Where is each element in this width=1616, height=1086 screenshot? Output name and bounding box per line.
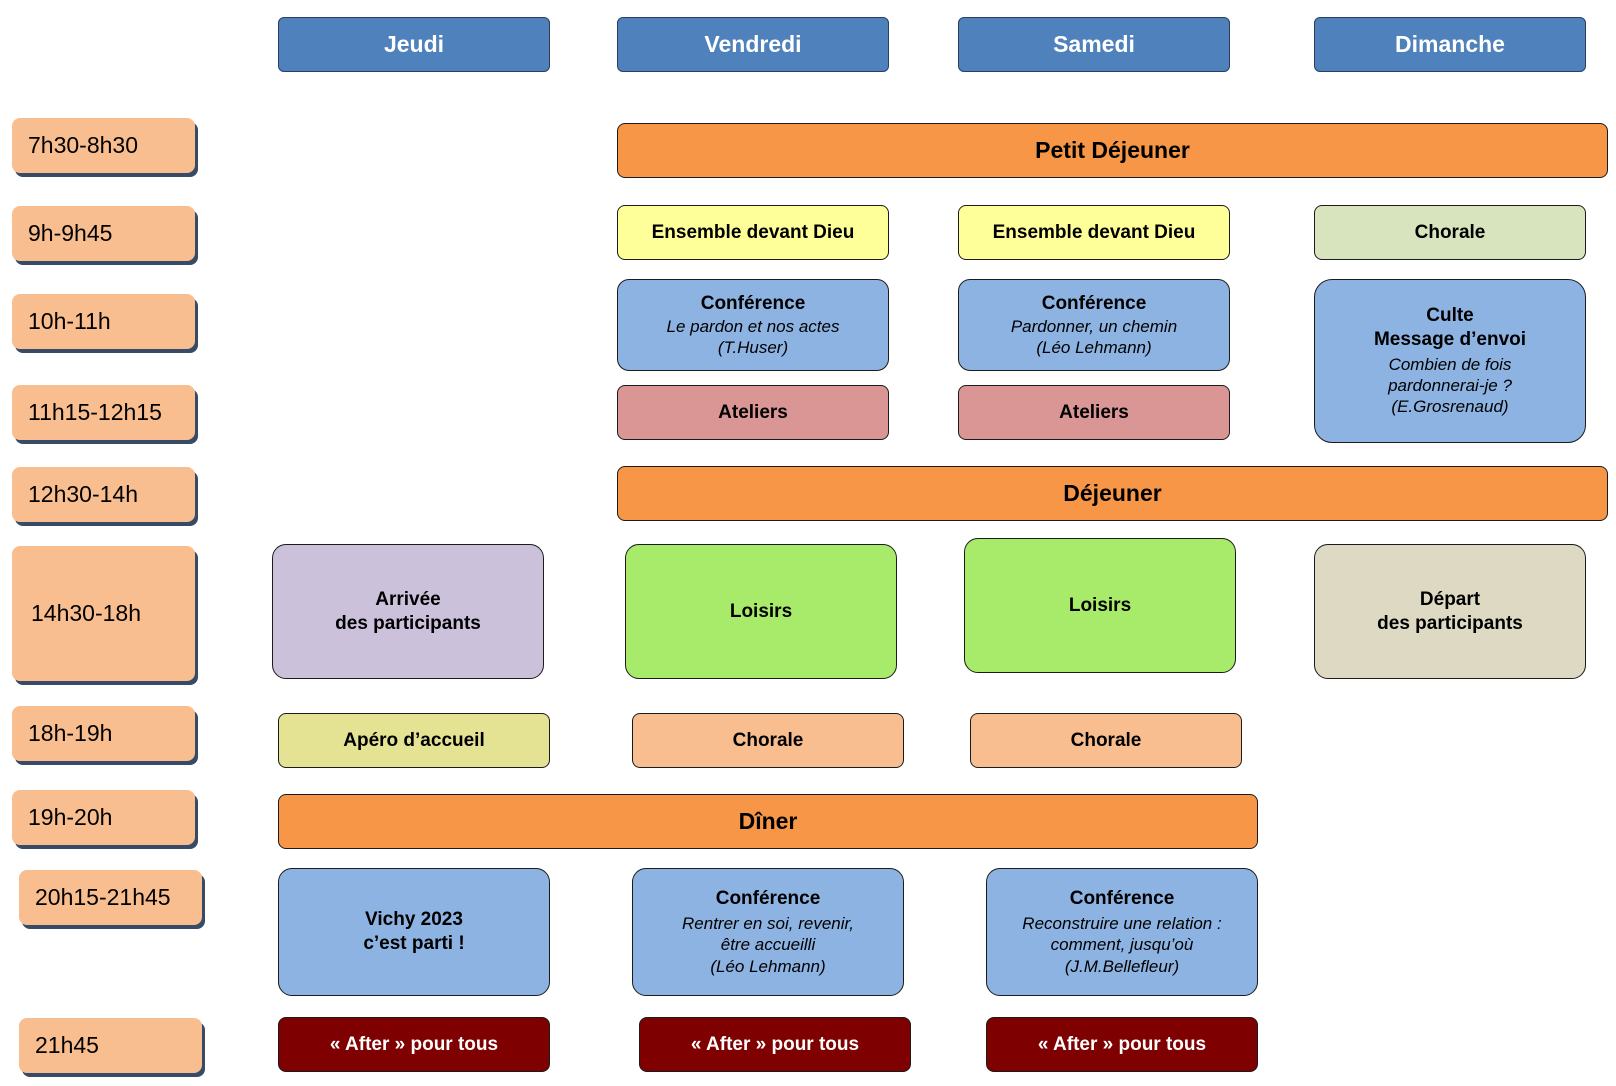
event-subtitle: Rentrer en soi, revenir, (682, 914, 854, 933)
event-title: Conférence (700, 292, 806, 314)
event-label: Ensemble devant Dieu (992, 221, 1196, 243)
event-speaker: (Léo Lehmann) (710, 956, 826, 976)
event-label: Ateliers (1059, 401, 1129, 423)
vichy-2023: Vichy 2023 c’est parti ! (278, 868, 550, 996)
apero-accueil: Apéro d’accueil (278, 713, 550, 768)
time-slot-label: 11h15-12h15 (12, 385, 195, 440)
diner-bar: Dîner (278, 794, 1258, 849)
event-label: des participants (335, 612, 481, 634)
arrivee-participants: Arrivée des participants (272, 544, 544, 679)
event-label: « After » pour tous (329, 1033, 499, 1055)
event-label: Chorale (1414, 221, 1486, 243)
time-slot-label: 12h30-14h (12, 467, 195, 522)
event-speaker: (J.M.Bellefleur) (1064, 956, 1180, 976)
day-label: Dimanche (1395, 31, 1505, 58)
event-label: Loisirs (1068, 594, 1132, 616)
event-title: Conférence (1069, 888, 1175, 910)
event-label: « After » pour tous (690, 1033, 860, 1055)
loisirs-samedi: Loisirs (964, 538, 1236, 673)
time-slot-label: 9h-9h45 (12, 206, 195, 261)
day-label: Samedi (1053, 31, 1135, 58)
event-speaker: (Léo Lehmann) (1036, 337, 1152, 357)
time-slot-label: 14h30-18h (12, 546, 195, 681)
time-slot-label: 7h30-8h30 (12, 118, 195, 173)
chorale-vendredi-soir: Chorale (632, 713, 904, 768)
event-label: c’est parti ! (363, 933, 465, 954)
conference-samedi-soir: Conférence Reconstruire une relation : c… (986, 868, 1258, 996)
event-subtitle: Le pardon et nos actes (666, 316, 840, 336)
event-label: Petit Déjeuner (1035, 137, 1190, 164)
conference-vendredi-matin: Conférence Le pardon et nos actes (T.Hus… (617, 279, 889, 371)
time-slot-label: 19h-20h (12, 790, 195, 845)
event-label: Chorale (1070, 729, 1142, 751)
time-slot-label: 18h-19h (12, 706, 195, 761)
event-label: Loisirs (729, 600, 793, 622)
event-subtitle: être accueilli (720, 935, 816, 955)
day-header-vendredi: Vendredi (617, 17, 889, 72)
event-subtitle: comment, jusqu’où (1050, 935, 1194, 955)
event-title: Conférence (715, 888, 821, 910)
after-jeudi: « After » pour tous (278, 1017, 550, 1072)
day-label: Vendredi (704, 31, 802, 58)
depart-participants: Départ des participants (1314, 544, 1586, 679)
day-label: Jeudi (383, 31, 445, 58)
event-speaker: (E.Grosrenaud) (1391, 397, 1509, 417)
event-label: Ensemble devant Dieu (651, 221, 855, 243)
ateliers-samedi: Ateliers (958, 385, 1230, 440)
event-label: Chorale (732, 729, 804, 751)
day-header-dimanche: Dimanche (1314, 17, 1586, 72)
ensemble-devant-dieu-samedi: Ensemble devant Dieu (958, 205, 1230, 260)
event-subtitle: Pardonner, un chemin (1010, 316, 1178, 336)
event-title: Conférence (1041, 292, 1147, 314)
loisirs-vendredi: Loisirs (625, 544, 897, 679)
chorale-dimanche: Chorale (1314, 205, 1586, 260)
after-samedi: « After » pour tous (986, 1017, 1258, 1072)
event-title: Culte (1426, 305, 1474, 327)
conference-samedi-matin: Conférence Pardonner, un chemin (Léo Leh… (958, 279, 1230, 371)
petit-dejeuner-bar: Petit Déjeuner (617, 123, 1608, 178)
event-title: Message d’envoi (1373, 329, 1527, 351)
event-subtitle: Reconstruire une relation : (1022, 914, 1222, 933)
event-subtitle: pardonnerai-je ? (1388, 376, 1512, 396)
event-subtitle: Combien de fois (1388, 354, 1512, 374)
culte-dimanche: Culte Message d’envoi Combien de fois pa… (1314, 279, 1586, 443)
conference-vendredi-soir: Conférence Rentrer en soi, revenir, être… (632, 868, 904, 996)
ateliers-vendredi: Ateliers (617, 385, 889, 440)
chorale-samedi-soir: Chorale (970, 713, 1242, 768)
event-label: Vichy 2023 (365, 909, 463, 931)
time-slot-label: 21h45 (19, 1018, 202, 1073)
event-label: Départ (1419, 588, 1481, 610)
event-label: Apéro d’accueil (343, 729, 485, 751)
dejeuner-bar: Déjeuner (617, 466, 1608, 521)
ensemble-devant-dieu-vendredi: Ensemble devant Dieu (617, 205, 889, 260)
event-label: Arrivée (375, 588, 441, 610)
event-label: « After » pour tous (1037, 1033, 1207, 1055)
event-label: Ateliers (718, 401, 788, 423)
event-label: Déjeuner (1063, 480, 1162, 507)
event-speaker: (T.Huser) (717, 337, 789, 357)
event-label: des participants (1377, 612, 1523, 634)
day-header-jeudi: Jeudi (278, 17, 550, 72)
event-label: Dîner (738, 808, 798, 835)
time-slot-label: 10h-11h (12, 294, 195, 349)
time-slot-label: 20h15-21h45 (19, 870, 202, 925)
day-header-samedi: Samedi (958, 17, 1230, 72)
after-vendredi: « After » pour tous (639, 1017, 911, 1072)
